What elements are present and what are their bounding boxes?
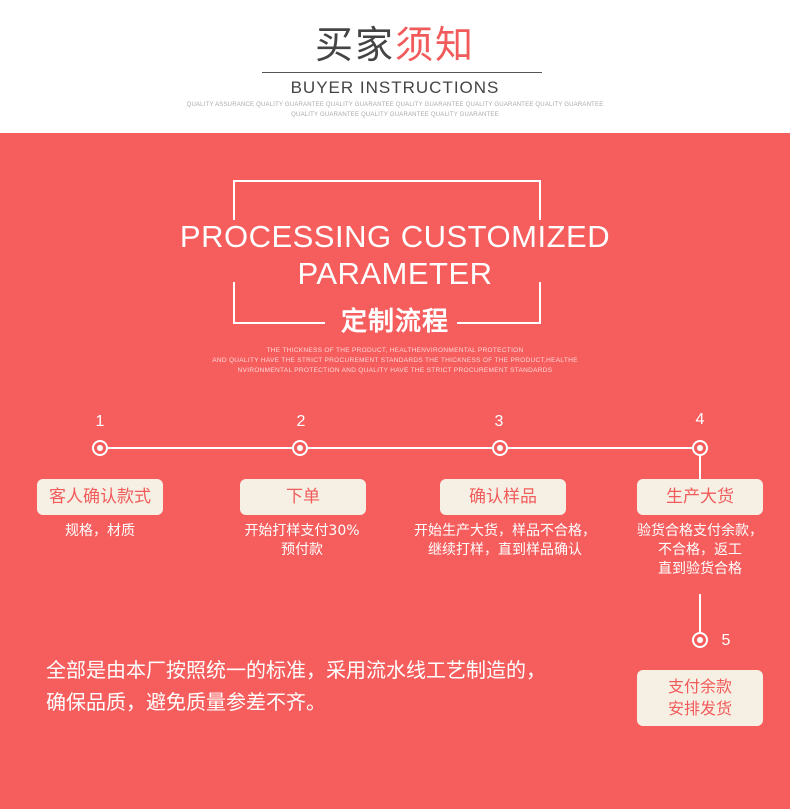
step-5-node [692,632,708,648]
step-4-number: 4 [695,411,705,428]
step-3-description: 开始生产大货，样品不合格， 继续打样，直到样品确认 [412,522,598,560]
step-2-label: 下单 [240,479,366,515]
tiny-text-line-2: QUALITY GUARANTEE QUALITY GUARANTEE QUAL… [291,112,499,118]
step-1-label: 客人确认款式 [37,479,163,515]
step-5-number: 5 [721,632,731,649]
page-subtitle: BUYER INSTRUCTIONS [290,78,500,97]
title-frame-right-lower [539,282,541,324]
step-4-description: 验货合格支付余款， 不合格，返工 直到验货合格 [610,522,790,579]
title-frame-right-upper [539,180,541,220]
title-dark-part: 买家 [314,23,395,67]
step-3-desc-line-2: 继续打样，直到样品确认 [428,542,582,558]
process-title-line-1: PROCESSING CUSTOMIZED [179,219,611,254]
step-2-node [292,440,308,456]
small-text-line-1: THE THICKNESS OF THE PRODUCT, HEALTHENVI… [266,347,524,354]
header-section: 买家须知 BUYER INSTRUCTIONS QUALITY ASSURANC… [0,0,790,133]
step-4-label: 生产大货 [637,479,763,515]
step-1-description: 规格，材质 [10,522,190,541]
process-title-line-2: PARAMETER [297,256,493,291]
step-2-number: 2 [296,413,306,430]
small-text-line-3: NVIRONMENTAL PROTECTION AND QUALITY HAVE… [237,367,553,374]
process-title-cn: 定制流程 [340,307,449,337]
step-5-label: 支付余款 安排发货 [637,670,763,726]
step-4-node [692,440,708,456]
small-text-line-2: AND QUALITY HAVE THE STRICT PROCUREMENT … [212,357,578,364]
bottom-statement-line-1: 全部是由本厂按照统一的标准，采用流水线工艺制造的， [46,658,546,682]
step-1-desc-line-1: 规格，材质 [65,523,135,539]
tiny-text-line-1: QUALITY ASSURANCE QUALITY GUARANTEE QUAL… [186,102,604,108]
step-1-node [92,440,108,456]
step-2-desc-line-2: 预付款 [281,542,323,558]
title-frame-left-lower [233,282,235,324]
timeline-connector-upper [699,448,701,480]
process-title: PROCESSING CUSTOMIZED PARAMETER [0,218,790,292]
step-3-number: 3 [494,413,504,430]
timeline-horizontal-line [100,447,700,449]
step-4-desc-line-1: 验货合格支付余款， [637,523,763,539]
page-title: 买家须知 [0,22,790,68]
step-2-desc-line-1: 开始打样支付30% [244,523,360,539]
title-frame-bottom-left [233,322,325,324]
step-4-desc-line-2: 不合格，返工 [658,542,742,558]
step-4-desc-line-3: 直到验货合格 [658,561,742,577]
bottom-statement-line-2: 确保品质，避免质量参差不齐。 [46,690,326,714]
title-frame-top [233,180,541,182]
step-3-desc-line-1: 开始生产大货，样品不合格， [414,523,596,539]
title-frame-left-upper [233,180,235,220]
title-divider [262,72,542,73]
bottom-statement: 全部是由本厂按照统一的标准，采用流水线工艺制造的， 确保品质，避免质量参差不齐。 [46,654,626,718]
step-1-number: 1 [95,413,105,430]
title-red-part: 须知 [395,23,476,67]
step-5-label-line-1: 支付余款 [667,677,732,696]
step-5-label-line-2: 安排发货 [667,699,732,718]
step-2-description: 开始打样支付30% 预付款 [212,522,392,560]
timeline-connector-lower [699,594,701,632]
step-3-node [492,440,508,456]
title-frame-bottom-right [457,322,541,324]
step-3-label: 确认样品 [440,479,566,515]
